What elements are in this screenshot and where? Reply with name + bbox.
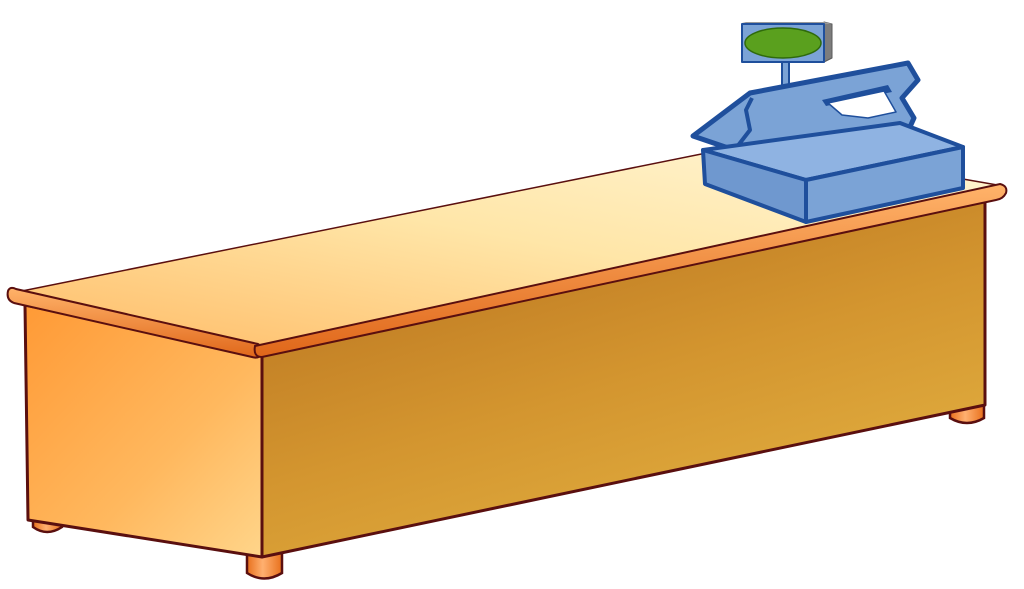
receipt-paper [827,90,897,119]
register-display-screen [744,27,822,59]
register-base-front-right [804,145,965,224]
register-display-side [823,21,833,63]
foot-front-center [245,551,284,580]
register-fold-line [731,97,754,154]
cash-register [690,21,965,224]
counter-top-trim-right [253,182,1008,359]
